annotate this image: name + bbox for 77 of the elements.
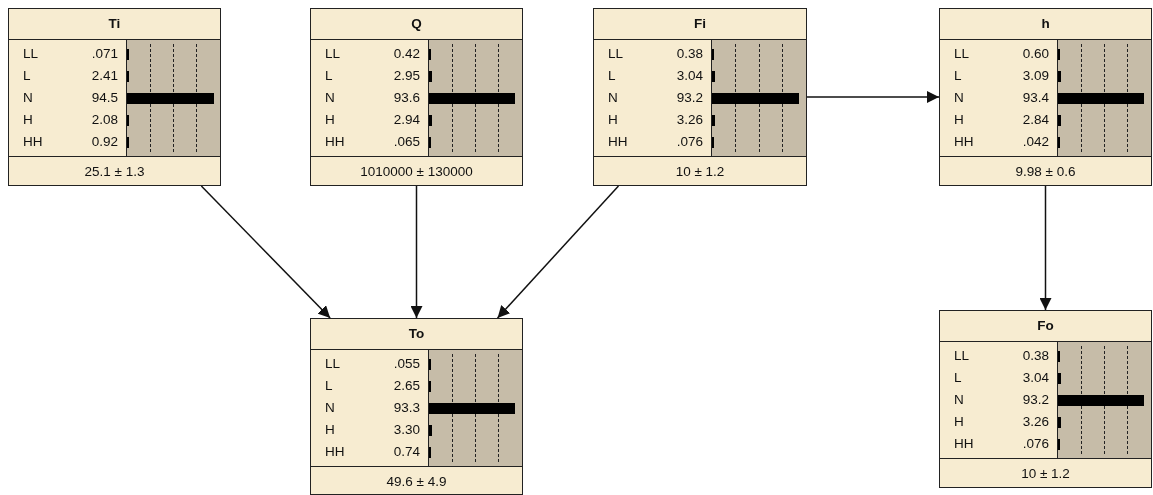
state-label: N [325, 400, 335, 416]
state-label: LL [954, 46, 970, 62]
node-box [593, 8, 807, 186]
node-box [310, 8, 523, 186]
probability-value: 3.04 [675, 68, 703, 84]
probability-value: 3.30 [392, 422, 420, 438]
probability-value: 0.38 [1021, 348, 1049, 364]
state-label: HH [954, 134, 974, 150]
mean-value: 10 ± 1.2 [1020, 465, 1071, 483]
state-label: LL [954, 348, 970, 364]
probability-value: .076 [1021, 436, 1049, 452]
probability-value: 2.94 [392, 112, 420, 128]
node-box [310, 318, 523, 495]
probability-value: 3.26 [675, 112, 703, 128]
state-label: HH [325, 444, 345, 460]
state-label: L [325, 378, 333, 394]
probability-value: 2.08 [90, 112, 118, 128]
state-label: N [608, 90, 618, 106]
state-label: HH [608, 134, 628, 150]
probability-value: 0.60 [1021, 46, 1049, 62]
arrow [1039, 185, 1052, 311]
probability-value: .042 [1021, 134, 1049, 150]
state-label: HH [954, 436, 974, 452]
probability-value: 0.38 [675, 46, 703, 62]
state-label: HH [23, 134, 43, 150]
mean-value: 1010000 ± 130000 [359, 163, 474, 181]
state-label: L [325, 68, 333, 84]
mean-value: 10 ± 1.2 [674, 163, 726, 181]
state-label: N [23, 90, 33, 106]
state-label: H [954, 112, 964, 128]
probability-value: 2.65 [392, 378, 420, 394]
probability-value: 93.2 [1021, 392, 1049, 408]
probability-value: 3.26 [1021, 414, 1049, 430]
probability-value: 3.04 [1021, 370, 1049, 386]
node-box [939, 310, 1152, 488]
probability-value: 93.3 [392, 400, 420, 416]
node-box [939, 8, 1152, 186]
state-label: L [23, 68, 31, 84]
state-label: N [954, 90, 964, 106]
probability-value: 93.2 [675, 90, 703, 106]
probability-value: .065 [392, 134, 420, 150]
state-label: N [325, 90, 335, 106]
probability-value: .071 [90, 46, 118, 62]
state-label: H [23, 112, 33, 128]
probability-value: 0.42 [392, 46, 420, 62]
node-box [8, 8, 221, 186]
probability-value: .055 [392, 356, 420, 372]
state-label: LL [325, 356, 341, 372]
mean-value: 25.1 ± 1.3 [83, 163, 146, 181]
state-label: H [954, 414, 964, 430]
state-label: L [954, 370, 962, 386]
arrow [410, 185, 423, 319]
probability-value: 0.74 [392, 444, 420, 460]
arrow [806, 91, 940, 103]
probability-value: 2.95 [392, 68, 420, 84]
mean-value: 49.6 ± 4.9 [385, 473, 448, 491]
state-label: H [325, 112, 335, 128]
probability-value: 2.84 [1021, 112, 1049, 128]
probability-value: .076 [675, 134, 703, 150]
state-label: L [608, 68, 616, 84]
state-label: H [325, 422, 335, 438]
arrow [496, 185, 620, 319]
mean-value: 9.98 ± 0.6 [1014, 163, 1077, 181]
probability-value: 93.6 [392, 90, 420, 106]
probability-value: 0.92 [90, 134, 118, 150]
probability-value: 2.41 [90, 68, 118, 84]
state-label: HH [325, 134, 345, 150]
state-label: LL [608, 46, 624, 62]
probability-value: 3.09 [1021, 68, 1049, 84]
arrow [200, 185, 331, 319]
probability-value: 93.4 [1021, 90, 1049, 106]
state-label: LL [325, 46, 341, 62]
state-label: L [954, 68, 962, 84]
state-label: N [954, 392, 964, 408]
probability-value: 94.5 [90, 90, 118, 106]
state-label: H [608, 112, 618, 128]
state-label: LL [23, 46, 39, 62]
